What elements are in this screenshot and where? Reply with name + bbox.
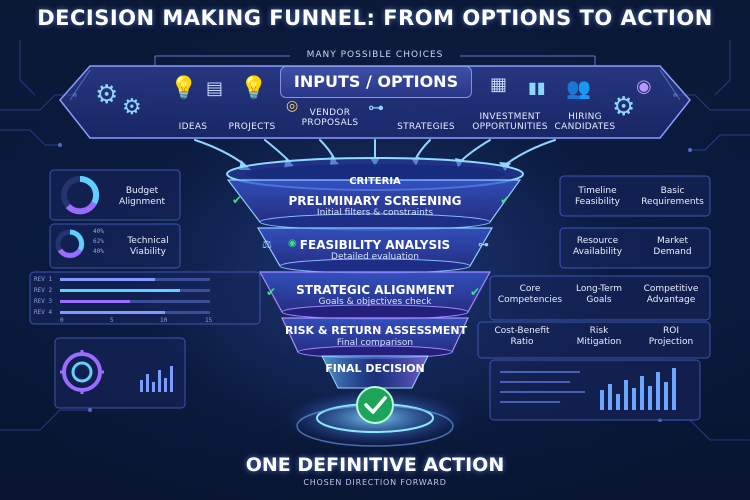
bar-axis-tick: 0 (60, 317, 64, 324)
check-icon: ✔ (500, 193, 511, 207)
scale-icon: ⚖ (262, 238, 272, 251)
criteria-label: CRITERIA (349, 176, 401, 187)
tier-feasibility-analysis: FEASIBILITY ANALYSIS (299, 238, 451, 252)
lightbulb-icon: 💡 (170, 76, 198, 101)
bar-axis-tick: 5 (110, 317, 114, 324)
target-icon: ◎ (286, 98, 299, 114)
gear-icon: ⚙ (95, 80, 119, 110)
label-timeline-feasibility: Timeline Feasibility (575, 186, 620, 207)
check-icon: ✔ (232, 193, 243, 207)
check-icon: ✔ (266, 285, 277, 299)
label-long-term-goals: Long-Term Goals (575, 284, 622, 305)
lightbulb-icon: 💡 (240, 76, 268, 101)
bar-row-label: REV 4 (34, 309, 53, 316)
input-label-strategies: STRATEGIES (397, 122, 455, 132)
tier-preliminary-screening: PRELIMINARY SCREENING (288, 194, 462, 208)
input-label-vendor-proposals: VENDOR PROPOSALS (301, 108, 359, 128)
gear-icon: ⚙ (612, 92, 636, 122)
donut-value: 40% (93, 228, 104, 235)
document-icon: ▤ (206, 78, 224, 99)
gear-icon: ⚙ (122, 95, 142, 120)
chart-icon: ▮▮ (528, 78, 546, 97)
tier-risk-return: RISK & RETURN ASSESSMENT (285, 324, 468, 337)
people-icon: 👥 (566, 76, 591, 100)
tier-strategic-alignment: STRATEGIC ALIGNMENT (296, 283, 454, 297)
inputs-header: INPUTS / OPTIONS (280, 66, 472, 98)
tier-risk-sub: Final comparison (336, 338, 414, 348)
donut-value: 62% (93, 238, 104, 245)
subtitle: MANY POSSIBLE CHOICES (306, 50, 444, 60)
user-icon: ◉ (636, 76, 652, 97)
proposal-icon: ▦ (490, 74, 508, 95)
label-risk-mitigation: Risk Mitigation (576, 326, 622, 347)
tier-feasibility-sub: Detailed evaluation (331, 252, 419, 262)
label-basic-requirements: Basic Requirements (641, 186, 704, 207)
bar-row-label: REV 1 (34, 276, 53, 283)
tier-strategic-sub: Goals & objectives check (318, 297, 432, 307)
final-action-subtitle: CHOSEN DIRECTION FORWARD (303, 478, 447, 487)
eye-icon: ◉ (288, 238, 297, 249)
bar-row-label: REV 3 (34, 298, 53, 305)
donut-value: 40% (93, 248, 104, 255)
org-chart-icon: ⊶ (368, 98, 384, 117)
label-competitive-advantage: Competitive Advantage (643, 284, 699, 305)
bar-axis-tick: 15 (205, 317, 213, 324)
tier-preliminary-sub: Initial filters & constraints (316, 208, 434, 218)
check-icon: ✔ (470, 285, 481, 299)
label-cost-benefit-ratio: Cost-Benefit Ratio (494, 326, 550, 347)
input-label-ideas: IDEAS (178, 122, 208, 132)
label-core-competencies: Core Competencies (497, 284, 563, 305)
bar-axis-tick: 10 (160, 317, 168, 324)
label-market-demand: Market Demand (653, 236, 692, 257)
input-label-investment: INVESTMENT OPPORTUNITIES (472, 112, 548, 132)
label-technical-viability: Technical Viability (127, 236, 169, 257)
final-action-title: ONE DEFINITIVE ACTION (245, 454, 505, 476)
input-label-projects: PROJECTS (228, 122, 276, 132)
input-label-hiring: HIRING CANDIDATES (554, 112, 616, 132)
label-resource-availability: Resource Availability (572, 236, 623, 257)
label-roi-projection: ROI Projection (648, 326, 694, 347)
final-decision-label: FINAL DECISION (325, 362, 425, 375)
page-title: DECISION MAKING FUNNEL: FROM OPTIONS TO … (37, 6, 713, 30)
bar-row-label: REV 2 (34, 287, 53, 294)
label-budget-alignment: Budget Alignment (118, 186, 166, 207)
org-chart-icon: ⊶ (478, 238, 489, 251)
